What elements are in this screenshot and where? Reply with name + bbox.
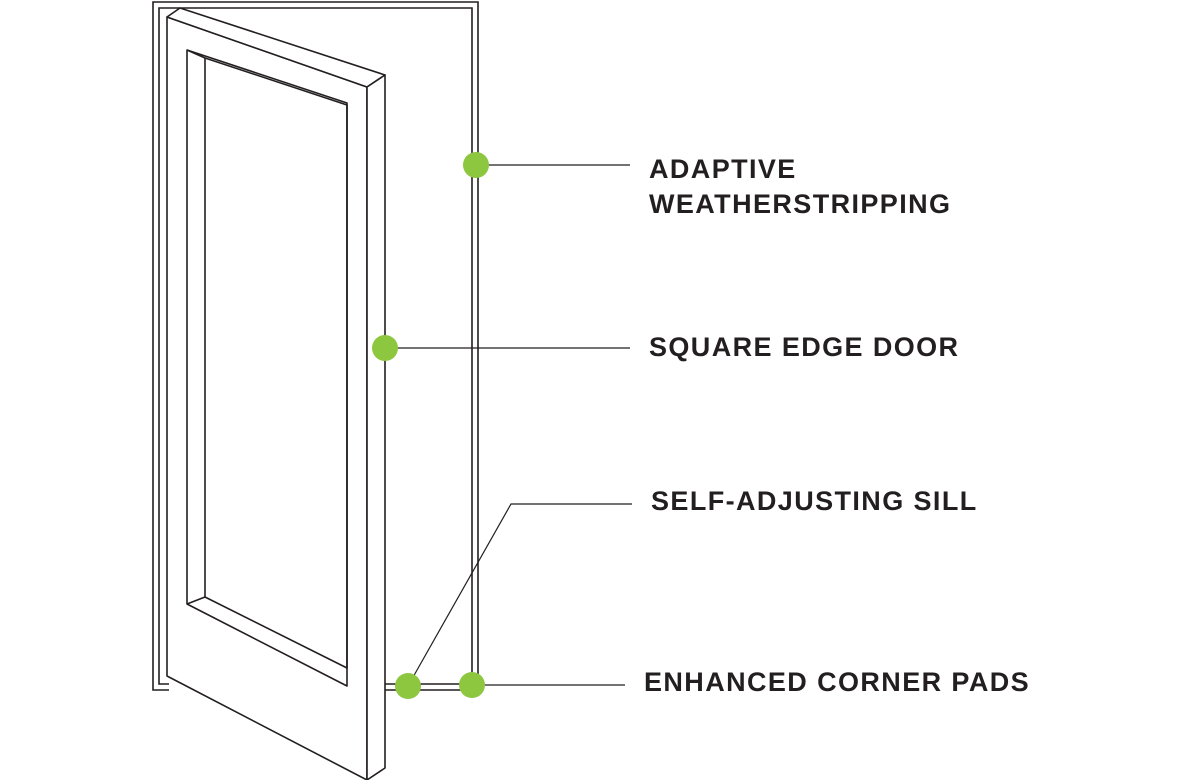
callout-label-weatherstripping: ADAPTIVE WEATHERSTRIPPING <box>649 152 951 222</box>
door-panel-bevel <box>186 49 206 59</box>
callout-label-line: WEATHERSTRIPPING <box>649 189 952 219</box>
door-panel-bevel <box>186 596 206 605</box>
door-slab <box>166 7 386 780</box>
callout-label-corner-pads: ENHANCED CORNER PADS <box>644 665 1030 700</box>
callout-label-line: SQUARE EDGE DOOR <box>649 332 960 362</box>
callout-dots <box>372 152 489 699</box>
callout-label-line: SELF-ADJUSTING SILL <box>651 486 978 516</box>
marker-dot-square-edge-door <box>372 335 398 361</box>
leader-lines <box>385 164 632 687</box>
marker-dot-self-adjusting-sill <box>395 673 421 699</box>
door-panel-outer <box>186 49 348 687</box>
callout-label-self-adjusting-sill: SELF-ADJUSTING SILL <box>651 484 978 519</box>
callout-label-line: ENHANCED CORNER PADS <box>644 667 1031 697</box>
door-square-edge <box>366 74 386 780</box>
marker-dot-corner-pads <box>459 672 485 698</box>
leader-line-self-adjusting-sill <box>407 503 632 687</box>
door-frame-inner <box>158 7 473 685</box>
door-face <box>166 16 368 780</box>
door-panel-inner <box>204 57 348 669</box>
callout-label-line: ADAPTIVE <box>649 154 797 184</box>
callout-label-square-edge-door: SQUARE EDGE DOOR <box>649 330 959 365</box>
marker-dot-weatherstripping <box>463 152 489 178</box>
